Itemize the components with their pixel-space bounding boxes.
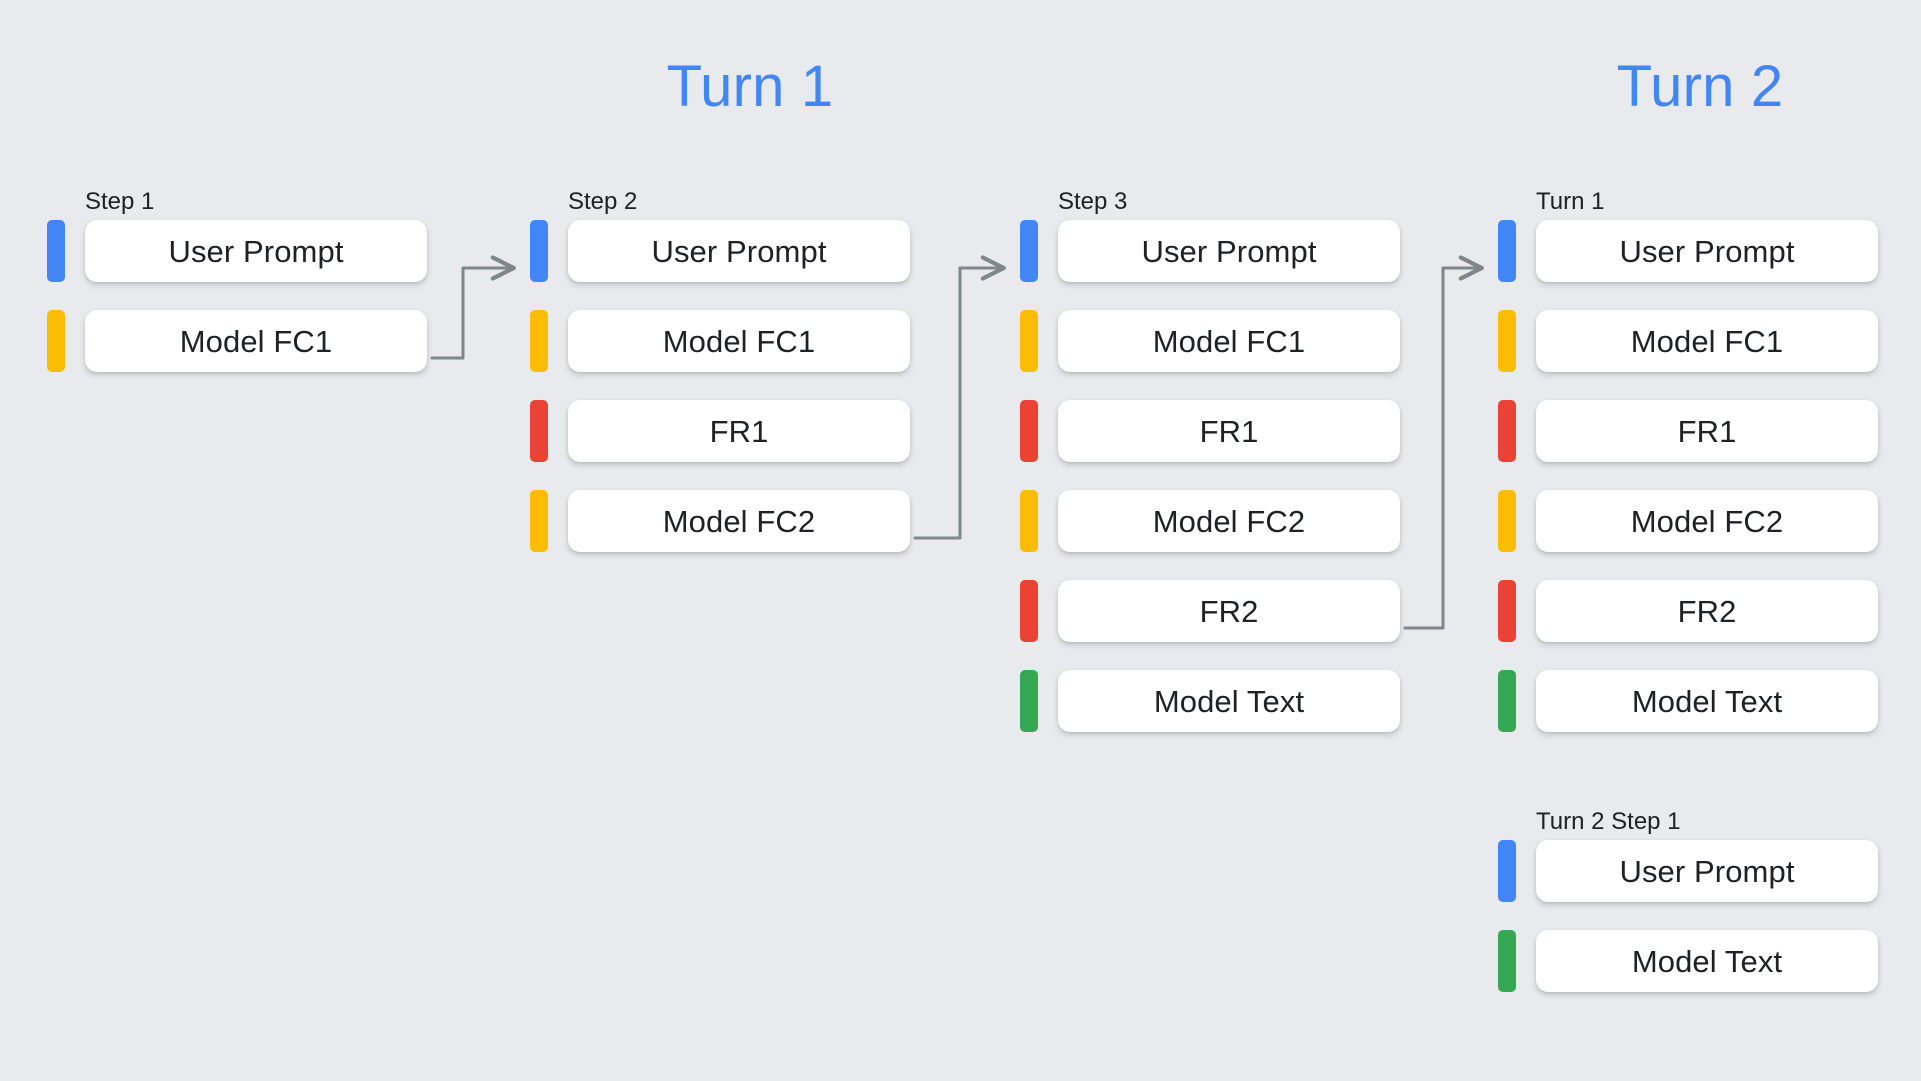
- content-card-label: Model FC2: [1630, 503, 1784, 539]
- content-card[interactable]: FR2: [1536, 580, 1878, 642]
- content-card-label: User Prompt: [651, 233, 827, 269]
- content-card[interactable]: User Prompt: [1536, 220, 1878, 282]
- role-color-bar-user-prompt: [1498, 220, 1516, 282]
- content-card-label: Model Text: [1631, 943, 1783, 979]
- role-color-bar-function-response: [1498, 400, 1516, 462]
- column-label-turn-1: Turn 1: [1536, 188, 1605, 215]
- content-card-label: Model Text: [1153, 683, 1305, 719]
- content-card[interactable]: FR2: [1058, 580, 1400, 642]
- role-color-bar-model-function-call: [1020, 490, 1038, 552]
- content-card[interactable]: Model FC2: [1058, 490, 1400, 552]
- content-card-label: User Prompt: [1141, 233, 1317, 269]
- content-card[interactable]: Model Text: [1058, 670, 1400, 732]
- role-color-bar-model-function-call: [530, 490, 548, 552]
- content-card[interactable]: User Prompt: [1536, 840, 1878, 902]
- content-card-label: Model FC2: [1152, 503, 1306, 539]
- content-card-label: Model FC1: [1152, 323, 1306, 359]
- content-card[interactable]: Model FC1: [85, 310, 427, 372]
- content-card[interactable]: Model Text: [1536, 930, 1878, 992]
- content-card-label: Model FC1: [1630, 323, 1784, 359]
- content-card[interactable]: User Prompt: [85, 220, 427, 282]
- role-color-bar-function-response: [530, 400, 548, 462]
- content-card-label: FR1: [709, 413, 769, 449]
- content-card-label: User Prompt: [1619, 233, 1795, 269]
- content-card[interactable]: Model FC1: [1536, 310, 1878, 372]
- arrow-step1-to-step2: [430, 255, 516, 360]
- role-color-bar-model-text: [1020, 670, 1038, 732]
- role-color-bar-model-function-call: [1498, 310, 1516, 372]
- role-color-bar-function-response: [1020, 400, 1038, 462]
- content-card-label: FR1: [1677, 413, 1737, 449]
- role-color-bar-user-prompt: [47, 220, 65, 282]
- role-color-bar-model-function-call: [1498, 490, 1516, 552]
- role-color-bar-model-function-call: [47, 310, 65, 372]
- content-card[interactable]: Model FC1: [1058, 310, 1400, 372]
- role-color-bar-model-function-call: [1020, 310, 1038, 372]
- content-card-label: FR2: [1199, 593, 1259, 629]
- arrow-step3-to-turn1: [1403, 255, 1484, 630]
- column-label-step-3: Step 3: [1058, 188, 1128, 215]
- turn-2-heading: Turn 2: [1616, 54, 1784, 119]
- role-color-bar-model-text: [1498, 670, 1516, 732]
- role-color-bar-model-function-call: [530, 310, 548, 372]
- content-card-label: Model Text: [1631, 683, 1783, 719]
- column-label-step-2: Step 2: [568, 188, 638, 215]
- content-card[interactable]: Model Text: [1536, 670, 1878, 732]
- content-card[interactable]: Model FC1: [568, 310, 910, 372]
- content-card[interactable]: User Prompt: [568, 220, 910, 282]
- content-card[interactable]: FR1: [568, 400, 910, 462]
- content-card[interactable]: FR1: [1058, 400, 1400, 462]
- content-card[interactable]: Model FC2: [1536, 490, 1878, 552]
- content-card-label: Model FC1: [662, 323, 816, 359]
- role-color-bar-user-prompt: [530, 220, 548, 282]
- content-card-label: User Prompt: [168, 233, 344, 269]
- content-card-label: FR2: [1677, 593, 1737, 629]
- role-color-bar-function-response: [1498, 580, 1516, 642]
- role-color-bar-function-response: [1020, 580, 1038, 642]
- content-card[interactable]: Model FC2: [568, 490, 910, 552]
- turn-1-heading: Turn 1: [666, 54, 834, 119]
- content-card-label: Model FC1: [179, 323, 333, 359]
- role-color-bar-user-prompt: [1020, 220, 1038, 282]
- content-card-label: User Prompt: [1619, 853, 1795, 889]
- role-color-bar-user-prompt: [1498, 840, 1516, 902]
- content-card-label: Model FC2: [662, 503, 816, 539]
- content-card-label: FR1: [1199, 413, 1259, 449]
- role-color-bar-model-text: [1498, 930, 1516, 992]
- arrow-step2-to-step3: [913, 255, 1006, 540]
- column-label-turn-2-step-1: Turn 2 Step 1: [1536, 808, 1681, 835]
- content-card[interactable]: FR1: [1536, 400, 1878, 462]
- content-card[interactable]: User Prompt: [1058, 220, 1400, 282]
- column-label-step-1: Step 1: [85, 188, 155, 215]
